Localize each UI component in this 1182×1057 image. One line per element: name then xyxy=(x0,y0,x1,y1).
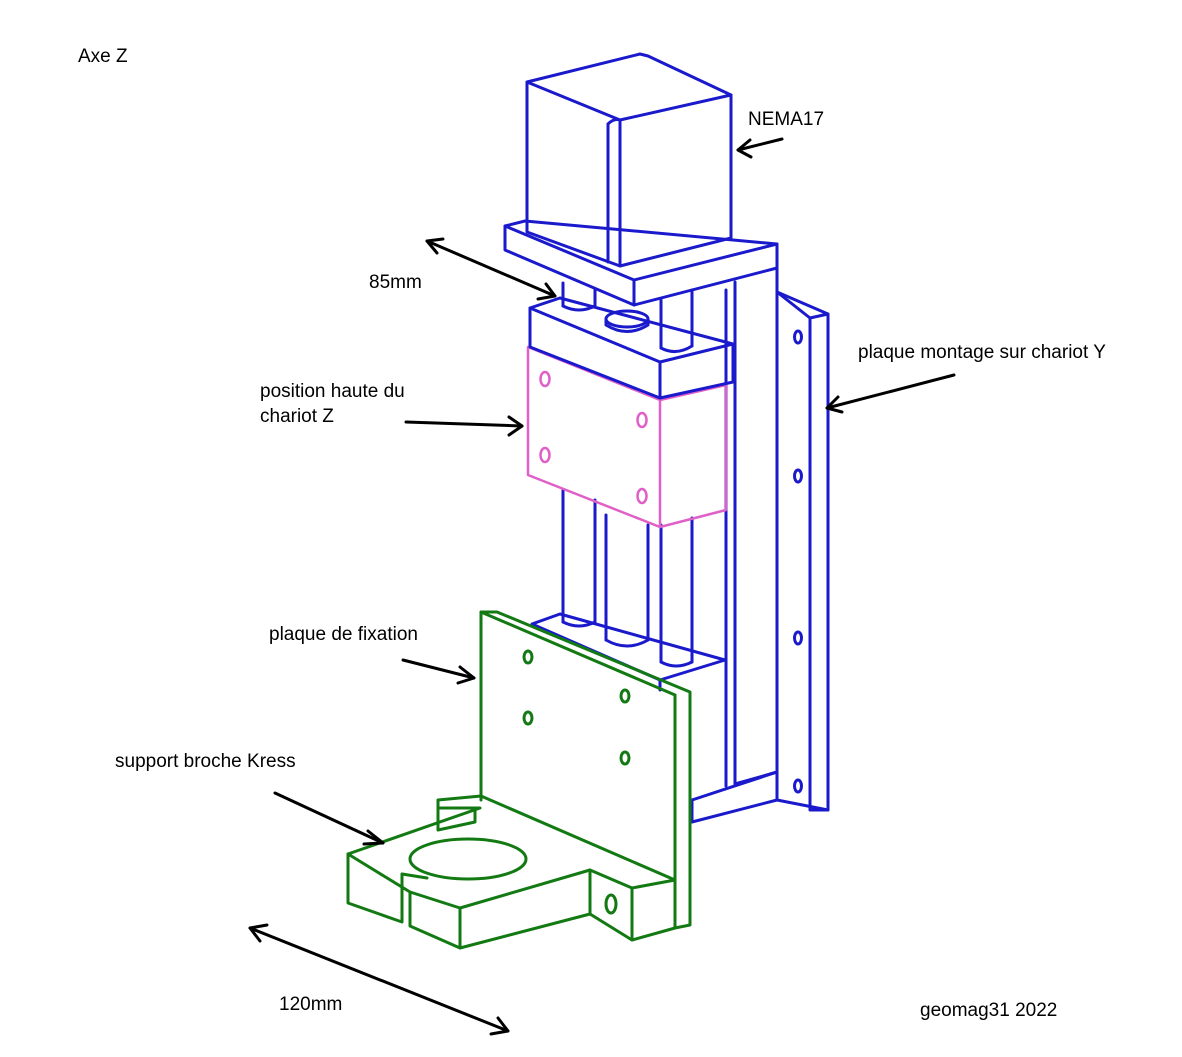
label-spindle-support: support broche Kress xyxy=(115,751,296,772)
spindle-support xyxy=(346,794,677,950)
arrow-85mm xyxy=(425,237,557,301)
label-85mm: 85mm xyxy=(369,272,422,293)
arrow-carriage-high xyxy=(404,415,524,437)
frame-bottom-block xyxy=(530,612,727,692)
guide-rods xyxy=(561,281,694,668)
frame-column xyxy=(690,266,779,824)
label-120mm: 120mm xyxy=(279,994,343,1015)
label-mount-plate: plaque montage sur chariot Y xyxy=(858,342,1106,363)
label-nema17: NEMA17 xyxy=(748,109,825,130)
z-carriage xyxy=(526,345,728,529)
label-carriage-high: position haute du chariot Z xyxy=(260,381,405,427)
nema17-motor xyxy=(525,52,733,268)
motor-plate xyxy=(503,219,779,307)
fixing-plate xyxy=(479,610,692,930)
label-fixing-plate: plaque de fixation xyxy=(269,624,418,645)
arrow-120mm xyxy=(248,923,510,1036)
mount-plate xyxy=(775,290,830,812)
credit-text: geomag31 2022 xyxy=(920,1000,1058,1021)
arrow-nema17 xyxy=(736,137,784,159)
arrow-mount-plate xyxy=(825,373,956,414)
arrow-spindle-support xyxy=(273,791,385,846)
carriage-top-block xyxy=(528,296,735,400)
arrow-fixing-plate xyxy=(401,658,476,685)
page-title: Axe Z xyxy=(78,46,128,67)
